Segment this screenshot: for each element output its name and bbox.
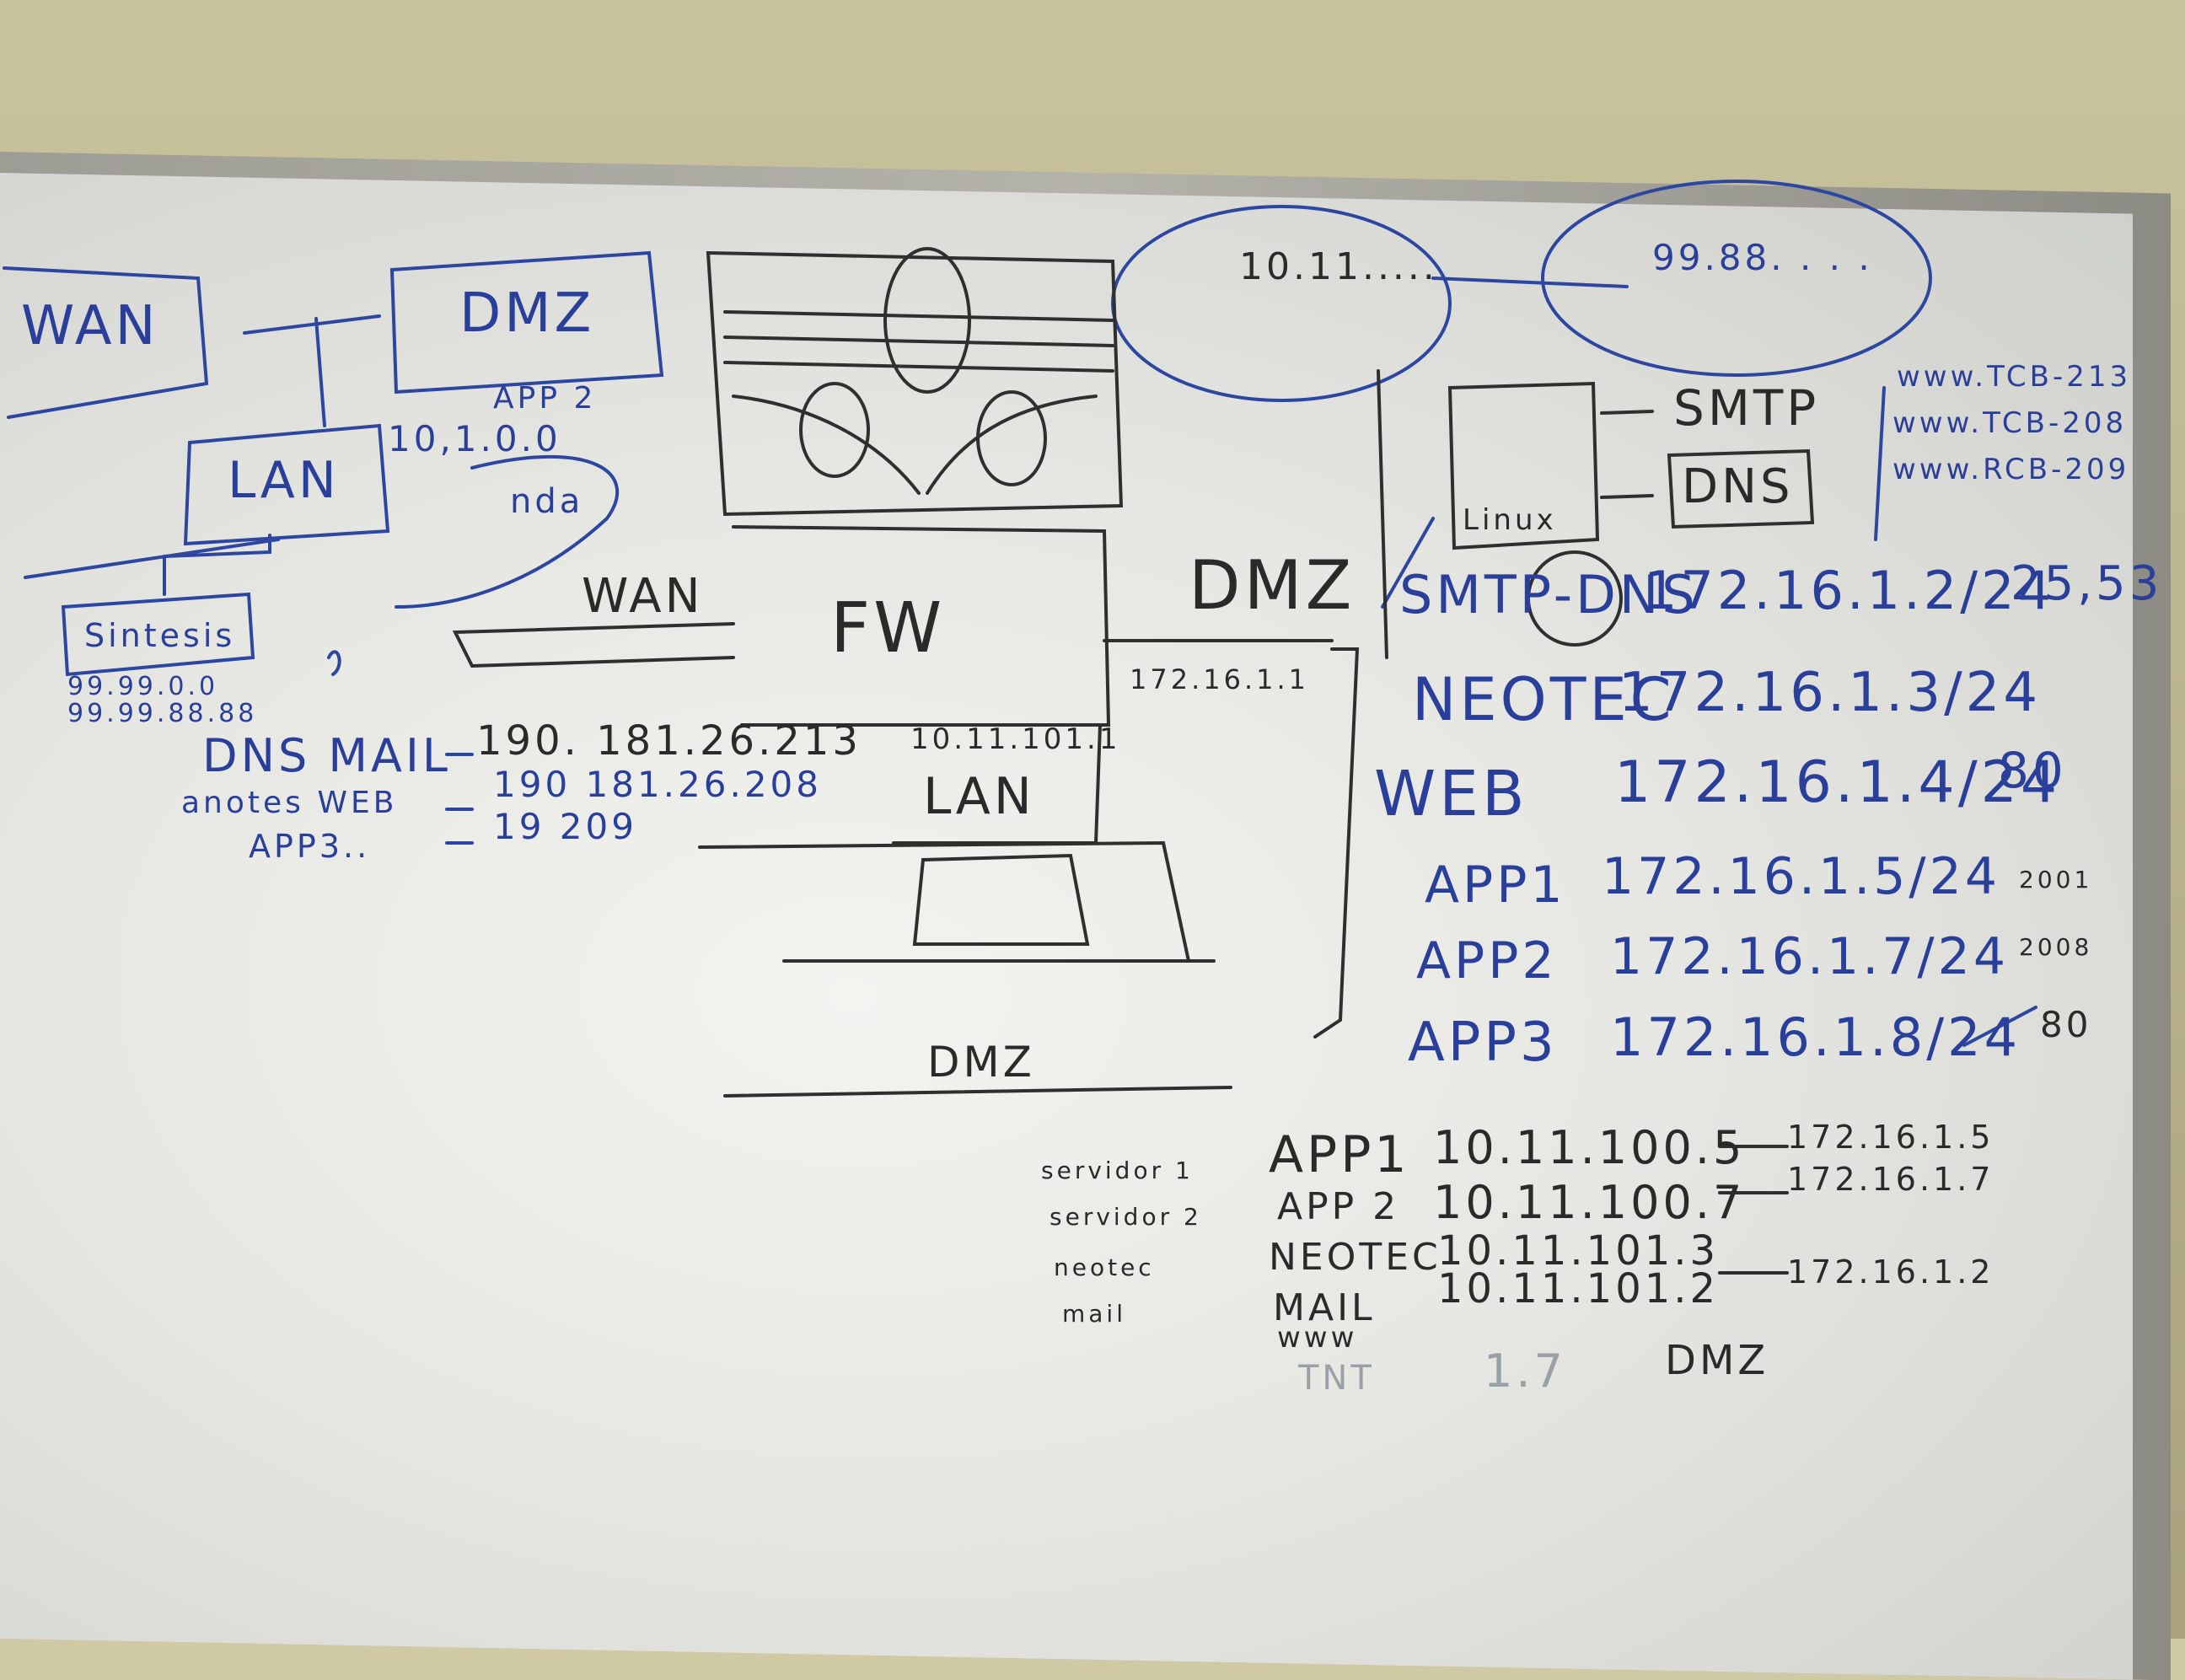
dmz-host-port-5: 80 <box>2040 1004 2092 1045</box>
lan-box-outline <box>183 423 390 546</box>
dmz-host-ip-5: 172.16.1.8/24 <box>1610 1006 2021 1068</box>
fw-dmz-label: DMZ <box>1189 546 1356 625</box>
dmz-host-name-5: APP3 <box>1408 1012 1558 1074</box>
lan-row-ip-3: 10.11.101.2 <box>1437 1265 1720 1312</box>
dmz-host-ip-0: 172.16.1.2/24 <box>1644 560 2055 621</box>
wan-cloud-label: WAN <box>582 569 704 624</box>
dmz-host-port-0: 25,53 <box>2011 556 2163 611</box>
erased-text-mid: 1.7 <box>1484 1345 1566 1398</box>
dns-circle <box>1527 550 1623 647</box>
internal-network-label: 10.11..... <box>1239 245 1438 288</box>
public-ip-3: 19 209 <box>493 806 637 847</box>
lan-row-name-3: MAIL <box>1273 1286 1376 1329</box>
lan-row-ip-2: 10.11.101.3 <box>1437 1227 1720 1275</box>
smtp-label: SMTP <box>1673 379 1820 437</box>
dmz-host-ip-1: 172.16.1.3/24 <box>1619 662 2042 724</box>
lan-label: LAN <box>228 451 340 510</box>
app2-label: APP 2 <box>493 381 597 416</box>
domain-1: www.TCB-213 <box>1897 360 2132 394</box>
lan-role-3: mail <box>1062 1300 1126 1328</box>
public-label-2: anotes WEB <box>181 786 398 820</box>
network-b: 99.99.88.88 <box>67 699 258 728</box>
public-ip-2: 190 181.26.208 <box>493 764 822 805</box>
dns-label: DNS <box>1682 459 1794 514</box>
lan-row-dmz-0: 172.16.1.5 <box>1787 1119 1994 1156</box>
internal-network-ellipse <box>1111 205 1452 402</box>
lan-role-0: servidor 1 <box>1041 1157 1194 1184</box>
sintesis-box-outline <box>61 592 255 677</box>
dmz-host-port-3: 2001 <box>2019 866 2093 894</box>
bottom-dmz-line <box>723 1086 1232 1098</box>
lan-ip-label: 10,1.0.0 <box>388 418 561 459</box>
underline <box>24 538 280 579</box>
lan-row-name-2: NEOTEC <box>1269 1236 1441 1279</box>
sintesis-label: Sintesis <box>84 617 236 654</box>
linux-server-box <box>1447 381 1600 550</box>
lan-row-dmz-3: 172.16.1.2 <box>1787 1253 1994 1291</box>
dmz-label: DMZ <box>459 282 595 345</box>
arrows-public <box>445 753 474 845</box>
lan-role-1: servidor 2 <box>1050 1203 1202 1231</box>
fw-dmz-ip: 172.16.1.1 <box>1130 663 1310 695</box>
public-label-1: DNS MAIL <box>202 729 451 782</box>
dmz-box-outline <box>389 250 664 395</box>
external-network-label: 99.88. . . . <box>1652 237 1873 278</box>
dmz-host-name-4: APP2 <box>1416 931 1558 990</box>
dmz-host-name-3: APP1 <box>1425 856 1566 915</box>
wan-box-outline <box>3 266 209 419</box>
cloud-outline <box>395 454 619 609</box>
dmz-host-ip-4: 172.16.1.7/24 <box>1610 927 2009 986</box>
dmz-host-ip-2: 172.16.1.4/24 <box>1614 749 2061 816</box>
erased-text-left: TNT <box>1298 1359 1375 1398</box>
linux-label: Linux <box>1463 503 1557 537</box>
lan-row-dmz-1: 172.16.1.7 <box>1787 1161 1994 1198</box>
lan-www-label: www <box>1277 1321 1358 1355</box>
fw-label: FW <box>830 588 946 668</box>
lan-row-ip-0: 10.11.100.5 <box>1433 1121 1746 1174</box>
dns-box <box>1667 448 1815 529</box>
cloud-note: nda <box>510 482 584 521</box>
external-network-ellipse <box>1541 180 1932 377</box>
dmz-host-name-2: WEB <box>1374 758 1528 830</box>
bottom-dmz-label: DMZ <box>927 1038 1035 1087</box>
lan-device <box>912 853 1090 946</box>
fw-lan-label: LAN <box>923 767 1035 826</box>
network-a: 99.99.0.0 <box>67 672 219 701</box>
network-link <box>1431 276 1629 288</box>
fw-lan-ip: 10.11.101.1 <box>910 722 1121 756</box>
wan-label: WAN <box>21 295 159 357</box>
dmz-host-name-1: NEOTEC <box>1412 665 1675 734</box>
dmz-host-name-0: SMTP-DNS <box>1399 564 1699 625</box>
lan-role-2: neotec <box>1054 1253 1155 1281</box>
wan-dmz-link <box>243 314 381 427</box>
lan-last-dmz: DMZ <box>1665 1337 1769 1384</box>
dmz-host-port-2: 80 <box>1998 742 2067 799</box>
dmz-host-port-4: 2008 <box>2019 933 2093 961</box>
whiteboard-drawings <box>3 180 2037 1275</box>
lan-row-ip-1: 10.11.100.7 <box>1433 1176 1746 1229</box>
domain-3: www.RCB-209 <box>1892 453 2130 486</box>
domain-2: www.TCB-208 <box>1892 406 2128 440</box>
public-label-3: APP3.. <box>249 828 371 865</box>
public-ip-1: 190. 181.26.213 <box>476 717 862 765</box>
firewall-top-box <box>706 250 1124 517</box>
dmz-host-ip-3: 172.16.1.5/24 <box>1602 847 2000 906</box>
lan-row-name-1: APP 2 <box>1277 1185 1400 1228</box>
lan-row-name-0: APP1 <box>1269 1125 1410 1184</box>
lan-link <box>163 534 271 596</box>
